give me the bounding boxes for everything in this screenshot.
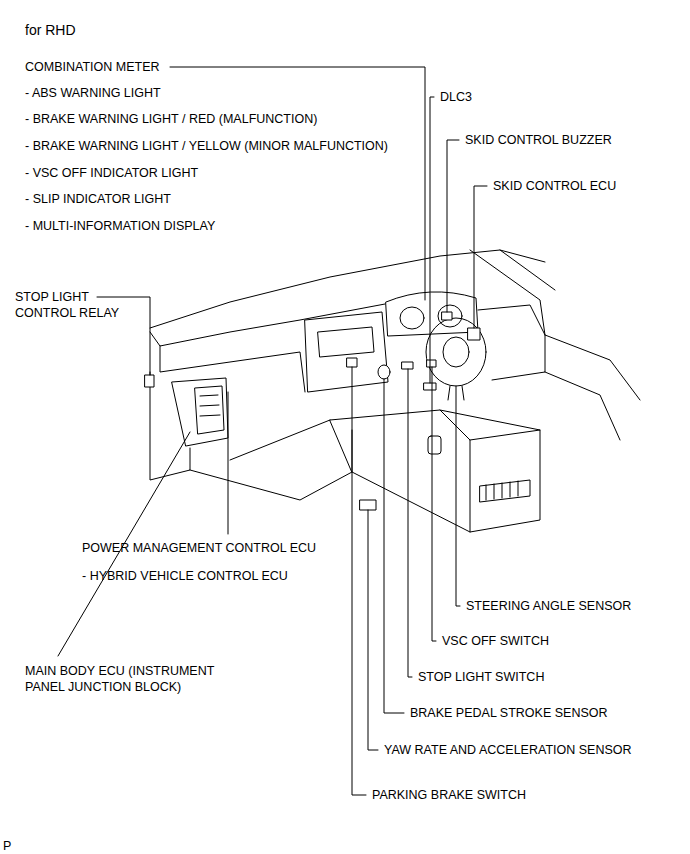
- vsc-switch-symbol: [427, 360, 436, 367]
- leader-line: [432, 367, 436, 641]
- meter-dial: [438, 305, 462, 327]
- part-label: - HYBRID VEHICLE CONTROL ECU: [82, 568, 288, 584]
- buzzer-symbol: [442, 312, 452, 320]
- part-label: STOP LIGHT SWITCH: [418, 669, 544, 685]
- stop-switch-symbol: [402, 362, 413, 369]
- part-label: - VSC OFF INDICATOR LIGHT: [25, 165, 198, 181]
- leader-line: [384, 379, 404, 713]
- part-label: POWER MANAGEMENT CONTROL ECU: [82, 540, 316, 556]
- right-dash: [478, 305, 545, 380]
- part-label: STEERING ANGLE SENSOR: [466, 598, 631, 614]
- part-label: STOP LIGHT CONTROL RELAY: [15, 289, 133, 321]
- leader-line: [352, 367, 366, 795]
- part-label: - SLIP INDICATOR LIGHT: [25, 191, 171, 207]
- part-label: MAIN BODY ECU (INSTRUMENT PANEL JUNCTION…: [25, 663, 240, 695]
- console-vent: [480, 480, 530, 502]
- meter-hood: [386, 292, 478, 336]
- dashboard-face: [150, 304, 385, 346]
- dashboard-lower: [160, 346, 305, 392]
- part-label: SKID CONTROL ECU: [493, 178, 616, 194]
- steering-wheel: [426, 318, 486, 386]
- part-label: PARKING BRAKE SWITCH: [372, 787, 526, 803]
- part-label: P: [3, 838, 11, 854]
- dlc3-symbol: [424, 383, 436, 390]
- part-label: VSC OFF SWITCH: [442, 633, 549, 649]
- part-label: - BRAKE WARNING LIGHT / YELLOW (MINOR MA…: [25, 138, 388, 154]
- page-heading: for RHD: [25, 21, 76, 39]
- shift-knob: [428, 436, 441, 454]
- leader-line: [408, 369, 412, 677]
- part-label: BRAKE PEDAL STROKE SENSOR: [410, 705, 608, 721]
- leader-line: [170, 67, 425, 300]
- center-stack: [305, 312, 388, 392]
- leader-line: [368, 510, 378, 750]
- side-panel: [150, 372, 190, 480]
- part-label: SKID CONTROL BUZZER: [465, 132, 612, 148]
- part-label: - BRAKE WARNING LIGHT / RED (MALFUNCTION…: [25, 111, 317, 127]
- part-label: - ABS WARNING LIGHT: [25, 85, 161, 101]
- floor-line: [190, 420, 352, 500]
- leader-line: [447, 140, 459, 312]
- part-label: - MULTI-INFORMATION DISPLAY: [25, 218, 215, 234]
- yaw-sensor-symbol: [360, 500, 376, 510]
- part-label: COMBINATION METER: [25, 59, 160, 75]
- ecu-box: [195, 386, 224, 434]
- pedal-sensor-symbol: [378, 365, 390, 379]
- center-console: [330, 410, 540, 532]
- right-door: [545, 335, 640, 440]
- part-label: YAW RATE AND ACCELERATION SENSOR: [384, 742, 632, 758]
- part-label: DLC3: [440, 89, 472, 105]
- leader-line: [456, 386, 460, 606]
- meter-dial: [400, 307, 424, 329]
- relay-symbol: [145, 375, 154, 387]
- windshield-pillar: [470, 250, 555, 335]
- leader-line: [430, 97, 434, 383]
- switch-symbol: [347, 358, 357, 367]
- steering-hub: [443, 337, 469, 367]
- leader-line: [474, 186, 487, 328]
- skid-ecu-symbol: [468, 328, 480, 340]
- leader-line: [228, 392, 229, 534]
- glovebox: [172, 378, 228, 446]
